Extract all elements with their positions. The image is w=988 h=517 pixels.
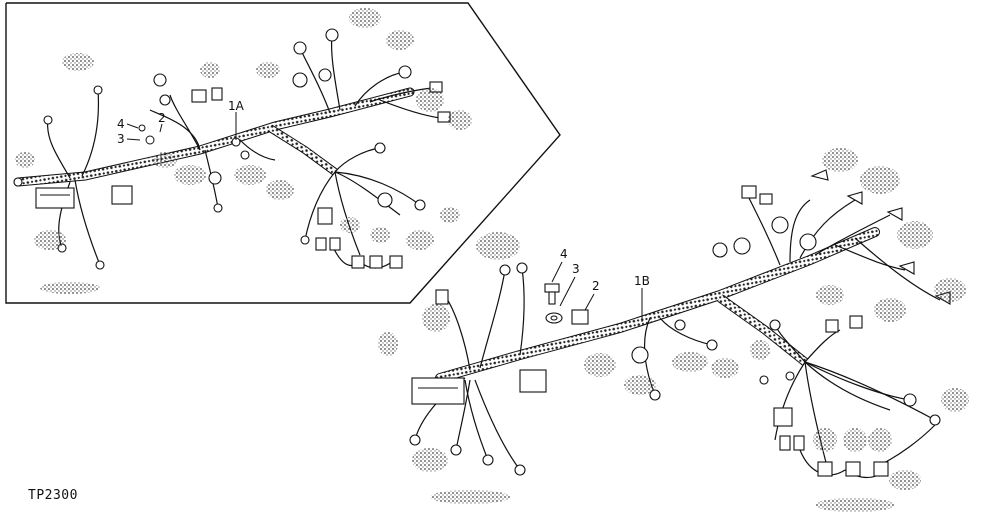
- callouts-1b: 1B 4 3 2: [544, 247, 650, 325]
- clip-part: [571, 309, 589, 325]
- callout-1a-4: 4: [117, 117, 125, 131]
- main-connector-1b: [411, 377, 465, 405]
- harness-1b-connectors: [409, 169, 951, 477]
- callout-1a-3: 3: [117, 132, 125, 146]
- callout-1b-4: 4: [560, 247, 568, 261]
- harness-1b-trunk-pattern: [436, 228, 879, 382]
- callout-1b-3: 3: [572, 262, 580, 276]
- callouts-1a: 1A 2 3 4: [117, 99, 245, 146]
- figure-code: TP2300: [28, 488, 78, 503]
- harness-1b-stipple: [378, 148, 969, 512]
- main-connector-1a: [35, 187, 75, 209]
- relay-connector-1b: [519, 369, 547, 393]
- harness-1b: [414, 195, 941, 479]
- callout-1b-2: 2: [592, 279, 600, 293]
- inset-panel: [5, 2, 561, 304]
- harness-1a-connectors: [13, 28, 451, 270]
- harness-1a-trunk-pattern: [14, 88, 414, 186]
- inset-border: [5, 2, 561, 304]
- relay-connector-1a: [111, 185, 133, 205]
- callout-1b-label: 1B: [634, 274, 650, 288]
- bolt-part: [544, 283, 560, 305]
- callout-1a-label: 1A: [228, 99, 245, 113]
- harness-1a-stipple: [15, 8, 472, 294]
- callout-1a-2: 2: [158, 111, 166, 125]
